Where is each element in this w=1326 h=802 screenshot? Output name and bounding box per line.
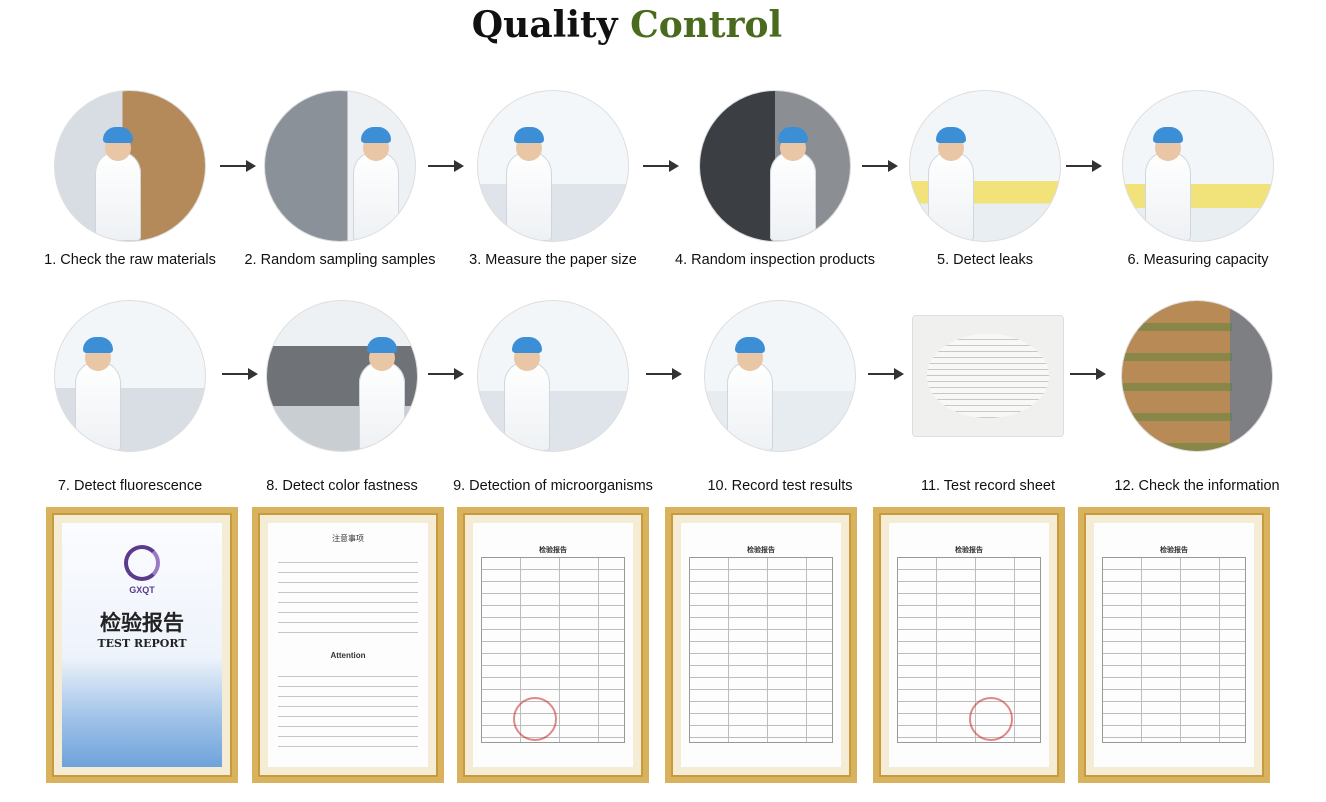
report-page-2: 检验报告 <box>665 507 857 783</box>
cover-title-en: TEST REPORT <box>97 637 187 650</box>
stamp-icon <box>969 697 1013 741</box>
step-1: 1. Check the raw materials <box>25 90 235 268</box>
report-head: 检验报告 <box>539 547 567 554</box>
cover-title-cn: 检验报告 <box>100 610 184 635</box>
step-10: 10. Record test results <box>675 300 885 494</box>
report-cover: GXQT 检验报告 TEST REPORT <box>46 507 238 783</box>
step-6-photo <box>1122 90 1274 242</box>
step-9-photo <box>477 300 629 452</box>
report-head: 检验报告 <box>747 547 775 554</box>
step-7-label: 7. Detect fluorescence <box>57 478 203 494</box>
step-8-photo <box>266 300 418 452</box>
step-4-photo <box>699 90 851 242</box>
title-main: Quality <box>471 4 618 46</box>
notice-title: 注意事项 <box>332 534 364 543</box>
step-11: 11. Test record sheet <box>883 300 1093 494</box>
step-1-photo <box>54 90 206 242</box>
step-12-photo <box>1121 300 1273 452</box>
arrow-icon <box>868 366 906 382</box>
gxqt-logo-icon <box>124 545 160 581</box>
step-11-label: 11. Test record sheet <box>920 478 1056 494</box>
step-2-photo <box>264 90 416 242</box>
report-page-3: 检验报告 <box>873 507 1065 783</box>
step-5: 5. Detect leaks <box>880 90 1090 268</box>
arrow-icon <box>222 366 260 382</box>
step-10-photo <box>704 300 856 452</box>
step-9: 9. Detection of microorganisms <box>448 300 658 494</box>
step-12: 12. Check the information <box>1092 300 1302 494</box>
step-5-label: 5. Detect leaks <box>937 252 1033 268</box>
step-7-photo <box>54 300 206 452</box>
report-page-1: 检验报告 <box>457 507 649 783</box>
step-5-photo <box>909 90 1061 242</box>
step-1-label: 1. Check the raw materials <box>44 252 216 268</box>
arrow-icon <box>643 158 681 174</box>
step-9-label: 9. Detection of microorganisms <box>453 478 653 494</box>
step-3-label: 3. Measure the paper size <box>469 252 637 268</box>
step-11-photo <box>912 315 1064 437</box>
page-title: Quality Control <box>0 4 1254 46</box>
step-7: 7. Detect fluorescence <box>25 300 235 494</box>
step-8: 8. Detect color fastness <box>237 300 447 494</box>
step-2: 2. Random sampling samples <box>235 90 445 268</box>
step-4: 4. Random inspection products <box>670 90 880 268</box>
report-page-4: 检验报告 <box>1078 507 1270 783</box>
step-10-label: 10. Record test results <box>707 478 853 494</box>
report-head: 检验报告 <box>955 547 983 554</box>
step-12-label: 12. Check the information <box>1114 478 1280 494</box>
title-accent: Control <box>630 4 783 46</box>
stamp-icon <box>513 697 557 741</box>
step-4-label: 4. Random inspection products <box>675 252 875 268</box>
step-2-label: 2. Random sampling samples <box>244 252 436 268</box>
arrow-icon <box>220 158 258 174</box>
arrow-icon <box>1066 158 1104 174</box>
cover-logo-text: GXQT <box>129 585 155 595</box>
arrow-icon <box>1070 366 1108 382</box>
step-6-label: 6. Measuring capacity <box>1127 252 1269 268</box>
arrow-icon <box>428 366 466 382</box>
step-3-photo <box>477 90 629 242</box>
arrow-icon <box>646 366 684 382</box>
step-8-label: 8. Detect color fastness <box>266 478 418 494</box>
arrow-icon <box>428 158 466 174</box>
report-head: 检验报告 <box>1160 547 1188 554</box>
step-6: 6. Measuring capacity <box>1093 90 1303 268</box>
step-3: 3. Measure the paper size <box>448 90 658 268</box>
attention-heading: Attention <box>330 651 366 660</box>
arrow-icon <box>862 158 900 174</box>
report-notice: 注意事项 Attention <box>252 507 444 783</box>
